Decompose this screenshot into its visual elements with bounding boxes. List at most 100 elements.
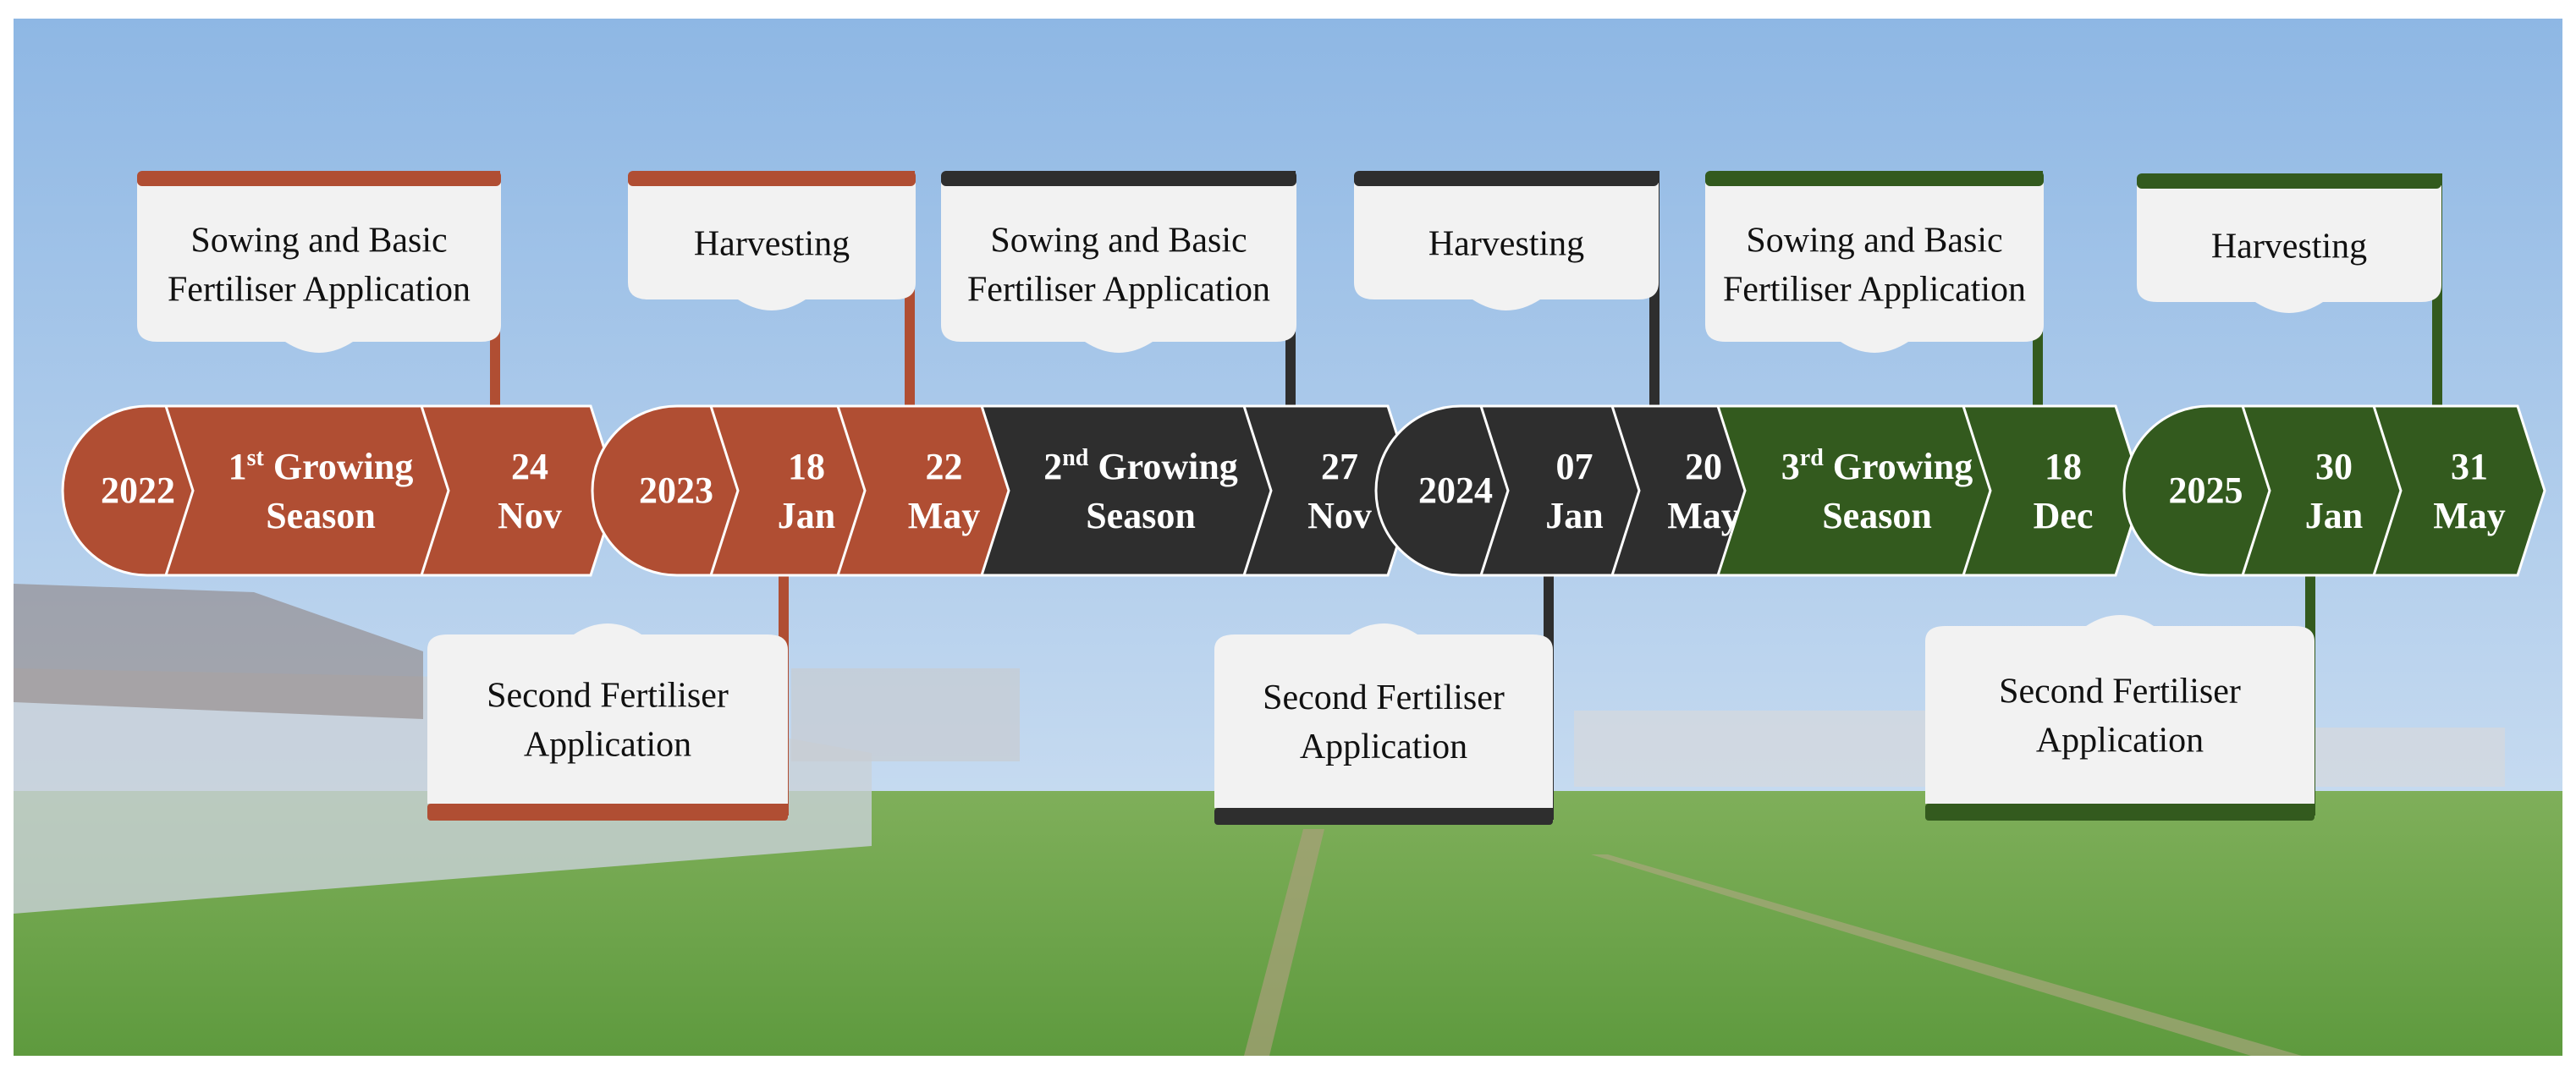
- event-second-fertiliser-2-label-1: Second Fertiliser: [1263, 678, 1505, 717]
- building-far-right: [2302, 728, 2505, 787]
- event-second-fertiliser-1-label-1: Second Fertiliser: [487, 677, 729, 716]
- season-1-label-1: 1st Growing: [228, 445, 414, 487]
- season-3-label-2: Season: [1822, 495, 1932, 536]
- event-second-fertiliser-3-box: [1925, 615, 2315, 804]
- year-2022-label: 2022: [101, 470, 175, 511]
- event-sowing-1-box: [137, 183, 501, 353]
- event-sowing-2-box: [941, 183, 1296, 353]
- event-harvesting-3: Harvesting: [2137, 173, 2441, 313]
- event-second-fertiliser-1-accent-bar: [427, 804, 788, 821]
- year-2024-label: 2024: [1418, 470, 1493, 511]
- event-second-fertiliser-3-accent-bar: [1925, 804, 2315, 821]
- year-2024: 2024: [1374, 404, 1523, 577]
- event-sowing-2-label-2: Fertiliser Application: [967, 271, 1270, 310]
- date-30-jan-label-2: Jan: [2305, 495, 2363, 536]
- date-27-nov-shape: [1241, 404, 1417, 577]
- date-31-may-label-2: May: [2433, 495, 2506, 536]
- event-sowing-3-box: [1705, 183, 2044, 353]
- season-2-growing: Growing: [1088, 446, 1237, 487]
- event-second-fertiliser-1-box: [427, 623, 788, 804]
- event-harvesting-2-label-1: Harvesting: [1428, 225, 1584, 264]
- event-harvesting-3-label-1: Harvesting: [2211, 228, 2367, 266]
- date-18-dec-label-2: Dec: [2034, 495, 2094, 536]
- event-harvesting-3-box: [2137, 185, 2441, 313]
- date-18-dec-label-1: 18: [2045, 446, 2082, 487]
- season-1-number: 1: [228, 446, 247, 487]
- event-sowing-1-accent-bar: [137, 171, 501, 186]
- building-left: [14, 584, 423, 719]
- season-2-number: 2: [1043, 446, 1062, 487]
- event-harvesting-2-box: [1354, 183, 1659, 310]
- event-harvesting-1-label-1: Harvesting: [694, 225, 850, 264]
- year-2022: 2022: [61, 404, 201, 577]
- date-22-may-label-2: May: [908, 495, 981, 536]
- event-second-fertiliser-2-accent-bar: [1214, 808, 1553, 825]
- field-path: [1244, 829, 1324, 1056]
- event-harvesting-3-accent-bar: [2137, 173, 2441, 189]
- season-3-label-1: 3rd Growing: [1781, 445, 1973, 487]
- event-sowing-3-label-1: Sowing and Basic: [1746, 222, 2002, 261]
- year-2024-shape: [1374, 404, 1523, 577]
- date-20-may-label-1: 20: [1685, 446, 1722, 487]
- season-2-label-1: 2nd Growing: [1043, 445, 1238, 487]
- field-path-right: [1591, 854, 2302, 1056]
- date-18-dec-shape: [1961, 404, 2144, 577]
- event-harvesting-1-accent-bar: [628, 171, 916, 186]
- season-3-number: 3: [1781, 446, 1800, 487]
- date-27-nov-label-1: 27: [1321, 446, 1358, 487]
- event-second-fertiliser-2-box: [1214, 623, 1553, 808]
- event-harvesting-2-accent-bar: [1354, 171, 1659, 186]
- year-2025: 2025: [2122, 404, 2276, 577]
- date-18-jan-label-1: 18: [788, 446, 825, 487]
- season-3-growing: Growing: [1824, 446, 1973, 487]
- season-1-ordinal: st: [247, 445, 265, 471]
- date-07-jan-label-1: 07: [1556, 446, 1593, 487]
- date-07-jan-label-2: Jan: [1545, 495, 1603, 536]
- year-2023-label: 2023: [639, 470, 713, 511]
- date-27-nov-label-2: Nov: [1307, 495, 1372, 536]
- event-sowing-1-label-1: Sowing and Basic: [190, 222, 447, 261]
- date-22-may-label-1: 22: [926, 446, 963, 487]
- date-30-jan-label-1: 30: [2315, 446, 2353, 487]
- date-18-jan-label-2: Jan: [778, 495, 835, 536]
- date-31-may-shape: [2371, 404, 2546, 577]
- season-1-shape: [163, 404, 457, 577]
- season-3-ordinal: rd: [1800, 445, 1824, 471]
- event-sowing-3-accent-bar: [1705, 171, 2044, 186]
- date-24-nov-label-2: Nov: [498, 495, 562, 536]
- event-second-fertiliser-1-label-2: Application: [524, 726, 691, 765]
- building-center: [791, 668, 1020, 761]
- event-sowing-2-accent-bar: [941, 171, 1296, 186]
- event-sowing-1-label-2: Fertiliser Application: [168, 271, 471, 310]
- season-2-ordinal: nd: [1062, 445, 1089, 471]
- date-20-may-label-2: May: [1667, 495, 1740, 536]
- season-1-label-2: Season: [266, 495, 376, 536]
- year-2025-label: 2025: [2169, 470, 2243, 511]
- event-sowing-3-label-2: Fertiliser Application: [1723, 271, 2026, 310]
- date-24-nov-shape: [419, 404, 619, 577]
- event-harvesting-1-box: [628, 183, 916, 310]
- date-24-nov-label-1: 24: [511, 446, 548, 487]
- event-second-fertiliser-2-label-2: Application: [1300, 728, 1467, 766]
- year-2022-shape: [61, 404, 201, 577]
- season-2-label-2: Season: [1086, 495, 1196, 536]
- event-harvesting-1: Harvesting: [628, 171, 916, 310]
- year-2025-shape: [2122, 404, 2276, 577]
- season-2-shape: [979, 404, 1281, 577]
